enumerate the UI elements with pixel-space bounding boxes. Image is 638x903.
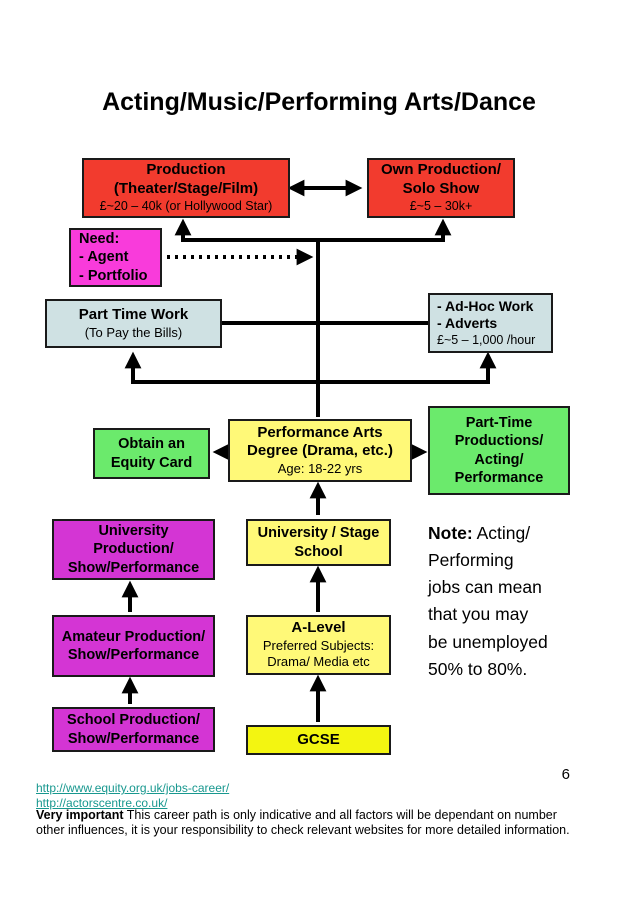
page-number: 6 xyxy=(561,766,570,783)
node-university-stage-school: University / Stage School xyxy=(246,519,391,566)
node-production: Production (Theater/Stage/Film) £~20 – 4… xyxy=(82,158,290,218)
node-degree-line1: Performance Arts xyxy=(257,423,383,441)
node-performance-arts-degree: Performance Arts Degree (Drama, etc.) Ag… xyxy=(228,419,412,482)
disclaimer-text: Very important This career path is only … xyxy=(36,808,586,839)
node-university-production: University Production/ Show/Performance xyxy=(52,519,215,580)
note-text: Note: Acting/ Performing jobs can mean t… xyxy=(428,520,624,683)
note-line: Note: Acting/ xyxy=(428,520,624,547)
node-own-production: Own Production/ Solo Show £~5 – 30k+ xyxy=(367,158,515,218)
node-part-time-productions: Part-Time Productions/ Acting/ Performan… xyxy=(428,406,570,495)
node-part-time-work: Part Time Work (To Pay the Bills) xyxy=(45,299,222,348)
node-ptp-line4: Performance xyxy=(454,469,544,486)
node-need: Need: - Agent - Portfolio xyxy=(69,228,162,287)
disclaimer-rest: This career path is only indicative and … xyxy=(36,808,570,838)
arrow-center-to-productions xyxy=(174,218,452,242)
node-ptp-line1: Part-Time xyxy=(465,415,533,432)
node-uss-line1: University / Stage xyxy=(257,525,380,542)
node-need-line2: - Agent xyxy=(79,249,129,266)
node-part-time-work-line1: Part Time Work xyxy=(78,306,189,323)
page-title: Acting/Music/Performing Arts/Dance xyxy=(102,88,536,116)
node-amateur-production: Amateur Production/ Show/Performance xyxy=(52,615,215,677)
node-university-production-line3: Show/Performance xyxy=(67,559,200,576)
node-own-production-line2: Solo Show xyxy=(402,180,480,198)
node-school-production-line2: Show/Performance xyxy=(67,730,200,747)
node-degree-line2: Degree (Drama, etc.) xyxy=(247,442,393,460)
node-gcse-label: GCSE xyxy=(297,730,340,748)
node-ad-hoc-work: - Ad-Hoc Work - Adverts £~5 – 1,000 /hou… xyxy=(428,293,553,353)
note-line: that you may xyxy=(428,604,529,625)
node-ptp-line2: Productions/ xyxy=(454,433,544,450)
node-need-line3: - Portfolio xyxy=(79,267,148,284)
node-own-production-salary: £~5 – 30k+ xyxy=(409,198,473,213)
node-part-time-work-line2: (To Pay the Bills) xyxy=(84,324,183,340)
node-equity-card-line1: Obtain an xyxy=(118,436,185,453)
node-gcse: GCSE xyxy=(246,725,391,755)
node-school-production: School Production/ Show/Performance xyxy=(52,707,215,752)
node-production-salary: £~20 – 40k (or Hollywood Star) xyxy=(99,198,273,213)
note-line: jobs can mean xyxy=(428,577,542,598)
note-line: be unemployed xyxy=(428,631,548,652)
node-production-line1: Production xyxy=(146,161,226,179)
note-label: Note: xyxy=(428,523,473,543)
node-ad-hoc-work-line1: - Ad-Hoc Work xyxy=(437,297,534,314)
node-amateur-line2: Show/Performance xyxy=(67,647,200,663)
node-equity-card: Obtain an Equity Card xyxy=(93,428,210,479)
node-a-level-line2: Preferred Subjects: xyxy=(262,638,375,654)
node-university-production-line1: University xyxy=(98,523,169,540)
node-degree-age: Age: 18-22 yrs xyxy=(277,461,363,477)
link-equity-jobs[interactable]: http://www.equity.org.uk/jobs-career/ xyxy=(36,781,230,795)
note-line-rest: Acting/ xyxy=(476,523,531,543)
note-line: 50% to 80%. xyxy=(428,658,528,679)
node-production-line2: (Theater/Stage/Film) xyxy=(113,180,259,198)
node-need-line1: Need: xyxy=(79,231,120,248)
node-equity-card-line2: Equity Card xyxy=(110,454,193,471)
node-university-production-line2: Production/ xyxy=(93,541,174,558)
node-amateur-line1: Amateur Production/ xyxy=(61,628,206,645)
node-ad-hoc-work-rate: £~5 – 1,000 /hour xyxy=(437,332,536,347)
link-actors-centre[interactable]: http://actorscentre.co.uk/ xyxy=(36,796,168,810)
note-line: Performing xyxy=(428,550,514,571)
node-a-level-line3: Drama/ Media etc xyxy=(267,654,370,670)
arrow-center-to-work xyxy=(124,351,497,384)
node-uss-line2: School xyxy=(294,543,343,560)
node-a-level: A-Level Preferred Subjects: Drama/ Media… xyxy=(246,615,391,675)
node-a-level-line1: A-Level xyxy=(291,619,346,637)
node-school-production-line1: School Production/ xyxy=(67,712,200,729)
node-ptp-line3: Acting/ xyxy=(474,451,524,468)
disclaimer-bold: Very important xyxy=(36,808,124,822)
node-own-production-line1: Own Production/ xyxy=(381,161,501,179)
node-ad-hoc-work-line2: - Adverts xyxy=(437,315,498,332)
